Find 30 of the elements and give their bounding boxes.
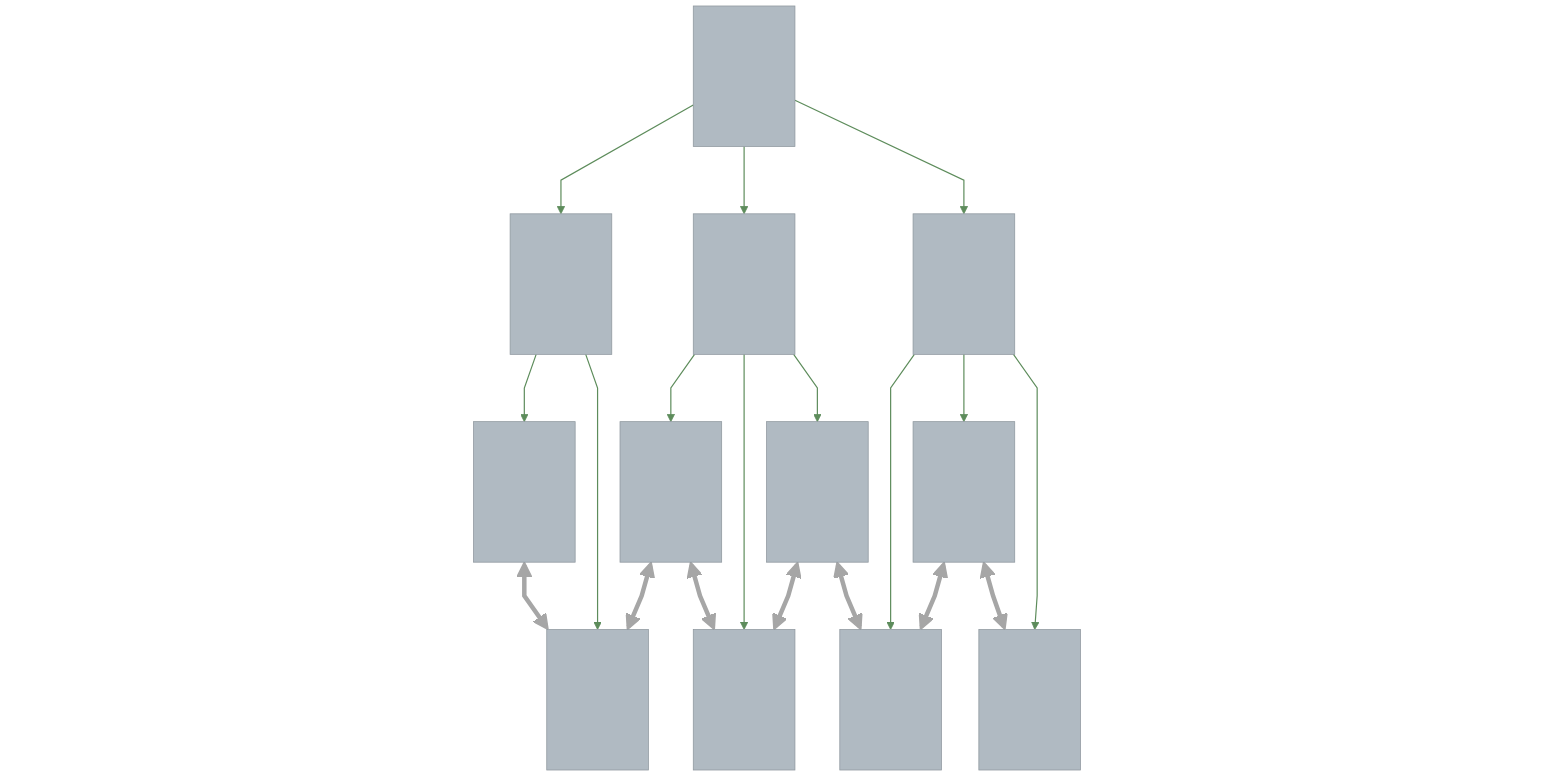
double-arrow	[625, 561, 656, 631]
empty-box	[692, 5, 796, 147]
arrow	[959, 353, 968, 422]
empty-box	[766, 421, 869, 563]
arrow	[886, 353, 915, 630]
empty-box	[546, 629, 649, 771]
empty-box	[839, 629, 942, 771]
arrow	[794, 99, 968, 215]
empty-box	[912, 421, 1016, 563]
empty-box	[473, 421, 576, 563]
empty-box	[692, 629, 796, 771]
empty-box	[692, 213, 796, 355]
empty-box	[619, 421, 723, 563]
double-arrow	[516, 561, 549, 631]
arrow	[740, 145, 749, 215]
arrow	[585, 353, 602, 630]
double-arrow	[686, 561, 717, 631]
arrow	[793, 353, 822, 422]
arrow	[666, 353, 696, 422]
arrow	[740, 353, 749, 630]
arrow	[520, 353, 537, 422]
double-arrow	[772, 561, 802, 631]
empty-box	[978, 629, 1081, 771]
double-arrow	[918, 561, 949, 631]
double-arrow	[979, 561, 1008, 631]
empty-box	[509, 213, 613, 355]
arrow	[556, 104, 694, 215]
double-arrow	[833, 561, 863, 631]
empty-box	[912, 213, 1016, 355]
arrow	[1012, 353, 1040, 630]
